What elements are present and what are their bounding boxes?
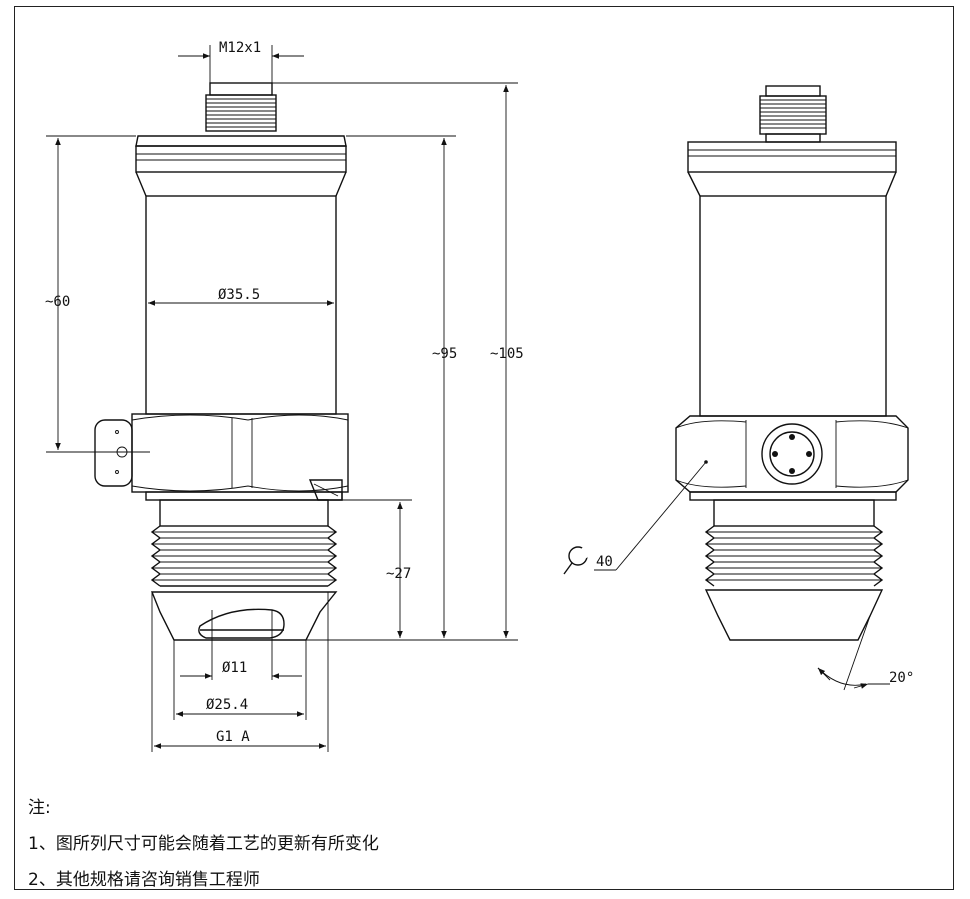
note-item-1: 1、图所列尺寸可能会随着工艺的更新有所变化 <box>28 834 379 854</box>
hex-nut-side <box>675 415 909 501</box>
drawing-frame <box>14 6 954 890</box>
label-h27: ~27 <box>386 566 411 582</box>
wrench-callout: 40 <box>563 461 707 575</box>
process-thread <box>150 499 338 587</box>
process-thread-side <box>704 499 884 587</box>
housing-body <box>145 195 337 415</box>
label-g1a: G1 A <box>216 729 250 745</box>
label-h105: ~105 <box>490 346 524 362</box>
connector-socket <box>761 423 823 485</box>
dim-m12: M12x1 <box>178 40 304 83</box>
angle-callout: 20° <box>817 615 914 691</box>
label-h60: ~60 <box>45 294 70 310</box>
m12-connector-side <box>759 85 827 143</box>
label-angle: 20° <box>889 670 914 686</box>
dim-h60: ~60 <box>45 135 150 453</box>
top-cap <box>135 135 347 197</box>
label-wrench: 40 <box>596 554 613 570</box>
dim-d11: Ø11 <box>180 610 302 680</box>
m12-connector <box>205 82 277 132</box>
notes: 注: 1、图所列尺寸可能会随着工艺的更新有所变化 2、其他规格请咨询销售工程师 <box>28 790 379 898</box>
front-view: M12x1 Ø35.5 ~60 ~95 ~105 <box>45 40 524 752</box>
label-d35: Ø35.5 <box>218 287 260 303</box>
sensor-tip <box>150 591 338 641</box>
wrench-icon <box>563 545 592 575</box>
top-cap-side <box>687 141 897 197</box>
sensor-tip-side <box>704 589 884 641</box>
side-view: 40 20° <box>563 85 914 691</box>
label-h95: ~95 <box>432 346 457 362</box>
dim-h95: ~95 <box>306 135 457 641</box>
label-d11: Ø11 <box>222 660 247 676</box>
hex-nut <box>94 413 349 501</box>
dim-d254: Ø25.4 <box>173 640 307 720</box>
notes-title: 注: <box>28 798 51 818</box>
dim-h27: ~27 <box>342 499 412 638</box>
dim-h105: ~105 <box>272 82 524 641</box>
label-d254: Ø25.4 <box>206 697 248 713</box>
housing-body-side <box>699 195 887 417</box>
dim-g1a: G1 A <box>151 592 329 752</box>
note-item-2: 2、其他规格请咨询销售工程师 <box>28 870 260 890</box>
dim-d35: Ø35.5 <box>148 287 334 306</box>
label-m12: M12x1 <box>219 40 261 56</box>
